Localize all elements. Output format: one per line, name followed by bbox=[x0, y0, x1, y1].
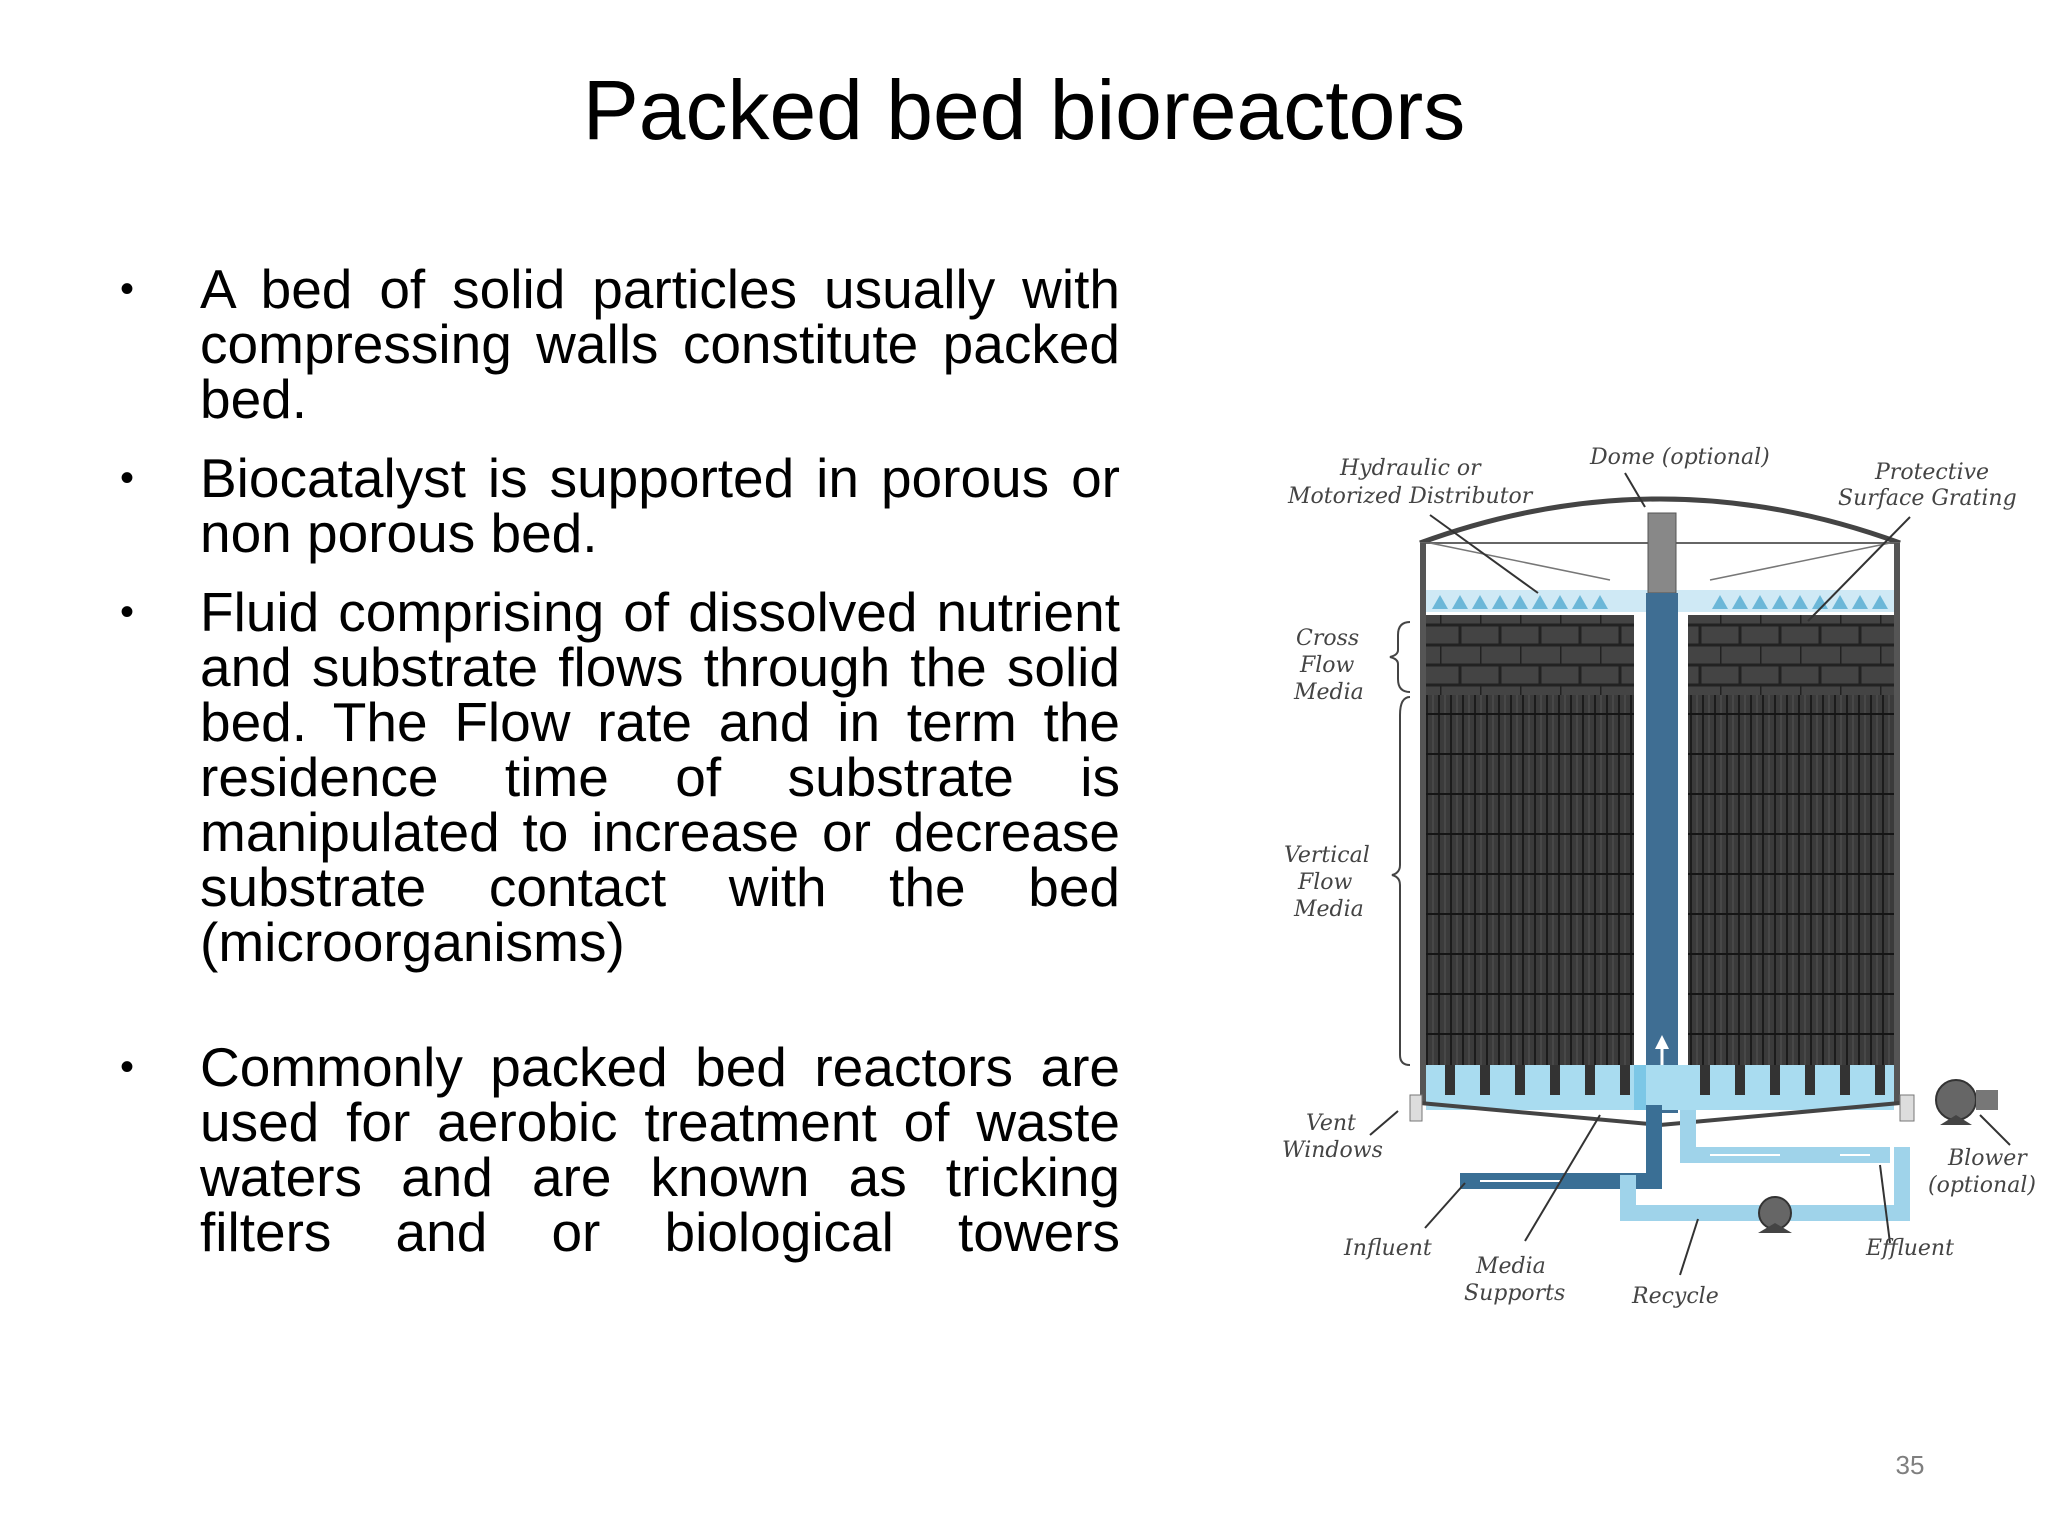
label-hydraulic-distributor: Hydraulic or bbox=[1339, 456, 1482, 481]
label-effluent: Effluent bbox=[1865, 1236, 1954, 1261]
label-vertical-flow-media: Vertical bbox=[1284, 843, 1370, 868]
blower bbox=[1935, 1079, 1977, 1121]
tank-wall-left bbox=[1420, 543, 1426, 1103]
cross-flow-media-right bbox=[1688, 615, 1894, 695]
central-column-cap bbox=[1647, 512, 1677, 594]
label-cross-flow-media: Media bbox=[1293, 680, 1364, 705]
bullet-item: • Commonly packed bed reactors are used … bbox=[120, 1040, 1120, 1260]
effluent-pipe bbox=[1680, 1147, 1890, 1163]
vertical-flow-media-left bbox=[1426, 695, 1634, 1065]
label-cross-flow-media: Cross bbox=[1296, 626, 1359, 651]
tank-wall-right bbox=[1894, 543, 1900, 1103]
label-protective-grating: Protective bbox=[1874, 460, 1989, 485]
label-vertical-flow-media: Media bbox=[1293, 897, 1364, 922]
label-vertical-flow-media: Flow bbox=[1297, 870, 1353, 895]
distributor-nozzles bbox=[1432, 595, 1888, 609]
bullet-item: • A bed of solid particles usually with … bbox=[120, 262, 1120, 427]
vertical-flow-media-right bbox=[1688, 695, 1894, 1065]
water-underdrain bbox=[1426, 1065, 1894, 1110]
leader-lines bbox=[1369, 472, 2011, 1276]
bullet-item: • Biocatalyst is supported in porous or … bbox=[120, 451, 1120, 561]
bullet-item: • Fluid comprising of dissolved nutrient… bbox=[120, 585, 1120, 970]
label-media-supports: Media bbox=[1475, 1254, 1546, 1279]
slide-title: Packed bed bioreactors bbox=[582, 63, 1466, 157]
packed-bed-reactor-diagram: Hydraulic or Motorized Distributor Dome … bbox=[1280, 435, 2048, 1315]
central-column bbox=[1646, 593, 1678, 1113]
label-cross-flow-media: Flow bbox=[1299, 653, 1355, 678]
label-hydraulic-distributor: Motorized Distributor bbox=[1287, 484, 1534, 509]
bullet-list: • A bed of solid particles usually with … bbox=[120, 262, 1120, 1284]
label-blower: (optional) bbox=[1928, 1173, 2036, 1198]
bullet-marker: • bbox=[120, 267, 135, 311]
label-blower: Blower bbox=[1947, 1146, 2028, 1171]
label-media-supports: Supports bbox=[1464, 1281, 1565, 1306]
bullet-marker: • bbox=[120, 456, 135, 500]
bullet-marker: • bbox=[120, 590, 135, 634]
dome bbox=[1419, 496, 1901, 546]
cross-flow-media-left bbox=[1426, 615, 1634, 695]
label-vent-windows: Vent bbox=[1306, 1111, 1356, 1136]
bullet-text: Biocatalyst is supported in porous or no… bbox=[200, 447, 1120, 564]
label-dome: Dome (optional) bbox=[1589, 445, 1770, 470]
bullet-text: A bed of solid particles usually with co… bbox=[200, 258, 1120, 430]
vertical-flow-brace bbox=[1391, 696, 1411, 1066]
bullet-marker: • bbox=[120, 1045, 135, 1089]
cross-flow-brace bbox=[1389, 621, 1411, 693]
label-influent: Influent bbox=[1343, 1236, 1432, 1261]
page-number: 35 bbox=[1895, 1450, 1925, 1480]
label-recycle: Recycle bbox=[1631, 1284, 1719, 1309]
label-protective-grating: Surface Grating bbox=[1838, 486, 2017, 511]
media-supports bbox=[1445, 1065, 1885, 1095]
bullet-text: Commonly packed bed reactors are used fo… bbox=[200, 1036, 1120, 1263]
bullet-text: Fluid comprising of dissolved nutrient a… bbox=[200, 581, 1120, 973]
label-vent-windows: Windows bbox=[1282, 1138, 1383, 1163]
